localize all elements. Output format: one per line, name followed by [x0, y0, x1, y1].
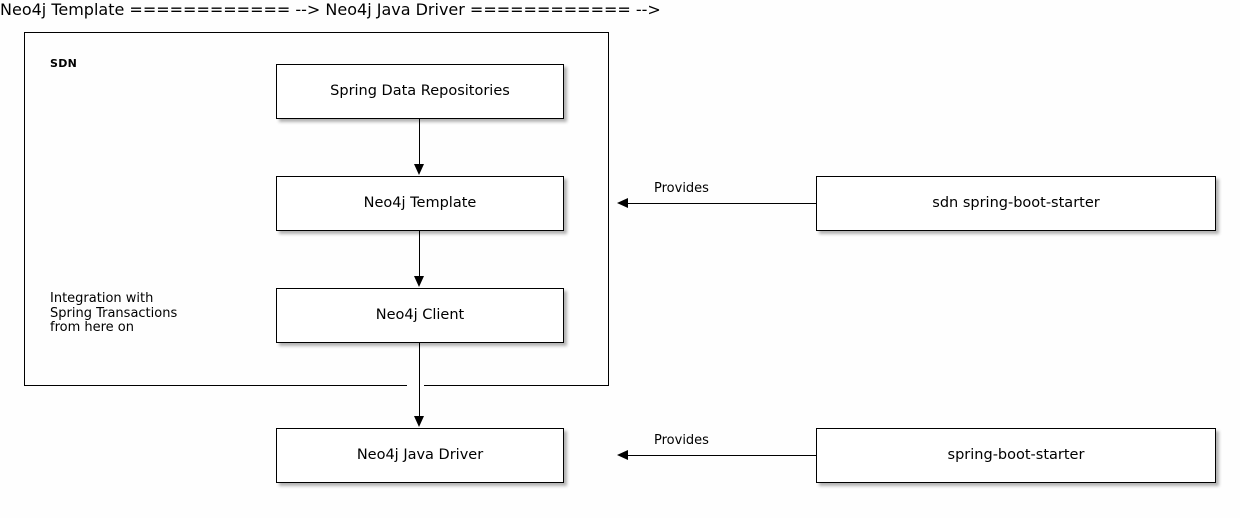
edge-boot-starter-provides-line: [628, 455, 816, 456]
node-spring-boot-starter-label: spring-boot-starter: [947, 447, 1085, 464]
sdn-package-bottom-left-segment: [24, 385, 407, 386]
node-neo4j-client[interactable]: Neo4j Client: [276, 288, 564, 343]
edge-sdn-starter-provides-label: Provides: [654, 181, 709, 196]
node-sdn-spring-boot-starter[interactable]: sdn spring-boot-starter: [816, 176, 1216, 231]
edge-sdn-starter-provides-arrowhead: [617, 198, 628, 208]
sdn-package-container: [24, 32, 609, 386]
node-sdn-spring-boot-starter-label: sdn spring-boot-starter: [932, 195, 1100, 212]
node-spring-boot-starter[interactable]: spring-boot-starter: [816, 428, 1216, 483]
edge-client-to-driver-line: [419, 343, 420, 417]
node-neo4j-template-label: Neo4j Template: [363, 195, 477, 212]
edge-repositories-to-template-arrowhead: [414, 164, 424, 175]
edge-boot-starter-provides-arrowhead: [617, 450, 628, 460]
edge-client-to-driver-arrowhead: [414, 416, 424, 427]
spring-transactions-note: Integration with Spring Transactions fro…: [50, 291, 178, 336]
node-spring-data-repositories[interactable]: Spring Data Repositories: [276, 64, 564, 119]
sdn-package-bottom-right-segment: [424, 385, 609, 386]
note-line-3: from here on: [50, 320, 135, 335]
note-line-1: Integration with: [50, 291, 154, 306]
note-line-2: Spring Transactions: [50, 305, 178, 321]
node-neo4j-template[interactable]: Neo4j Template: [276, 176, 564, 231]
sdn-package-label: SDN: [50, 57, 78, 70]
edge-repositories-to-template-line: [419, 119, 420, 165]
node-neo4j-java-driver[interactable]: Neo4j Java Driver: [276, 428, 564, 483]
edge-boot-starter-provides-label: Provides: [654, 433, 709, 448]
edge-template-to-client-line: [419, 231, 420, 277]
node-neo4j-client-label: Neo4j Client: [375, 307, 465, 324]
node-spring-data-repositories-label: Spring Data Repositories: [330, 83, 510, 100]
edge-sdn-starter-provides-line: [628, 203, 816, 204]
node-neo4j-java-driver-label: Neo4j Java Driver: [356, 447, 484, 464]
edge-template-to-client-arrowhead: [414, 276, 424, 287]
